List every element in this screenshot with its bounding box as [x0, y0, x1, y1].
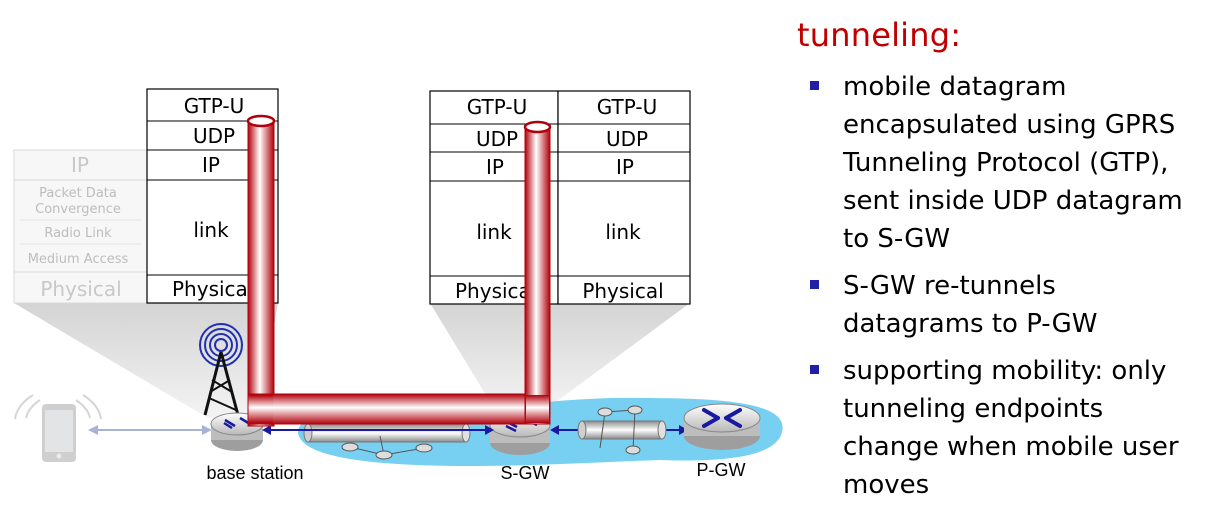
sgw-l-udp-label: UDP [476, 127, 518, 151]
base-station-projection [14, 303, 278, 418]
bullet-item: supporting mobility: only tunneling endp… [810, 352, 1200, 504]
sgw-projection [430, 303, 690, 410]
bs-gtp-label: GTP-U [184, 94, 244, 118]
antenna-tower-icon [199, 323, 243, 416]
bs-link-label: link [193, 218, 229, 242]
bullet-item: S-GW re-tunnels datagrams to P-GW [810, 267, 1200, 343]
pgw-label: P-GW [697, 460, 746, 480]
square-bullet-icon [810, 365, 819, 374]
sgw-l-gtp-label: GTP-U [467, 95, 527, 119]
bullet-text: supporting mobility: only tunneling endp… [843, 356, 1179, 500]
gtp-tunnel [246, 114, 552, 427]
sgw-l-physical-label: Physical [455, 279, 536, 303]
sgw-l-ip-label: IP [486, 155, 504, 179]
bullet-text: mobile datagram encapsulated using GPRS … [843, 72, 1183, 254]
base-station-label: base station [206, 463, 303, 483]
backhaul-pipe [303, 423, 471, 443]
square-bullet-icon [810, 280, 819, 289]
core-routers-left [341, 435, 433, 460]
ghost-pdcp-line2: Convergence [35, 202, 121, 217]
sgw-r-physical-label: Physical [582, 279, 663, 303]
bullet-item: mobile datagram encapsulated using GPRS … [810, 68, 1200, 258]
bs-udp-label: UDP [193, 124, 235, 148]
sgw-pgw-pipe [577, 420, 667, 440]
network-diagram: IP Packet Data Convergence Radio Link Me… [13, 88, 783, 483]
sgw-r-ip-label: IP [616, 155, 634, 179]
ghost-ip-label: IP [71, 153, 89, 177]
pgw-router-icon [683, 403, 761, 450]
sgw-r-link-label: link [605, 220, 641, 244]
sgw-l-link-label: link [476, 220, 512, 244]
ghost-pdcp-line1: Packet Data [39, 186, 117, 201]
bs-ip-label: IP [202, 153, 220, 177]
ghost-physical-label: Physical [40, 277, 121, 301]
ghost-radio-link: Radio Link [44, 226, 112, 241]
sgw-right-stack: GTP-U UDP IP link Physical [557, 90, 691, 305]
ghost-medium-access: Medium Access [28, 252, 129, 267]
sgw-r-udp-label: UDP [606, 127, 648, 151]
core-routers-right [597, 405, 643, 455]
square-bullet-icon [810, 81, 819, 90]
sgw-label: S-GW [501, 463, 550, 483]
bs-physical-label: Physical [172, 277, 253, 301]
slide-title: tunneling: [797, 16, 962, 54]
link-arrow-bs-sgw [262, 425, 494, 435]
bullet-list: mobile datagram encapsulated using GPRS … [810, 68, 1200, 513]
bullet-text: S-GW re-tunnels datagrams to P-GW [843, 271, 1098, 339]
wireless-link-arrow [88, 425, 212, 435]
mobile-phone-icon [14, 394, 102, 462]
mobile-ghost-stack: IP Packet Data Convergence Radio Link Me… [13, 149, 149, 304]
sgw-r-gtp-label: GTP-U [597, 95, 657, 119]
